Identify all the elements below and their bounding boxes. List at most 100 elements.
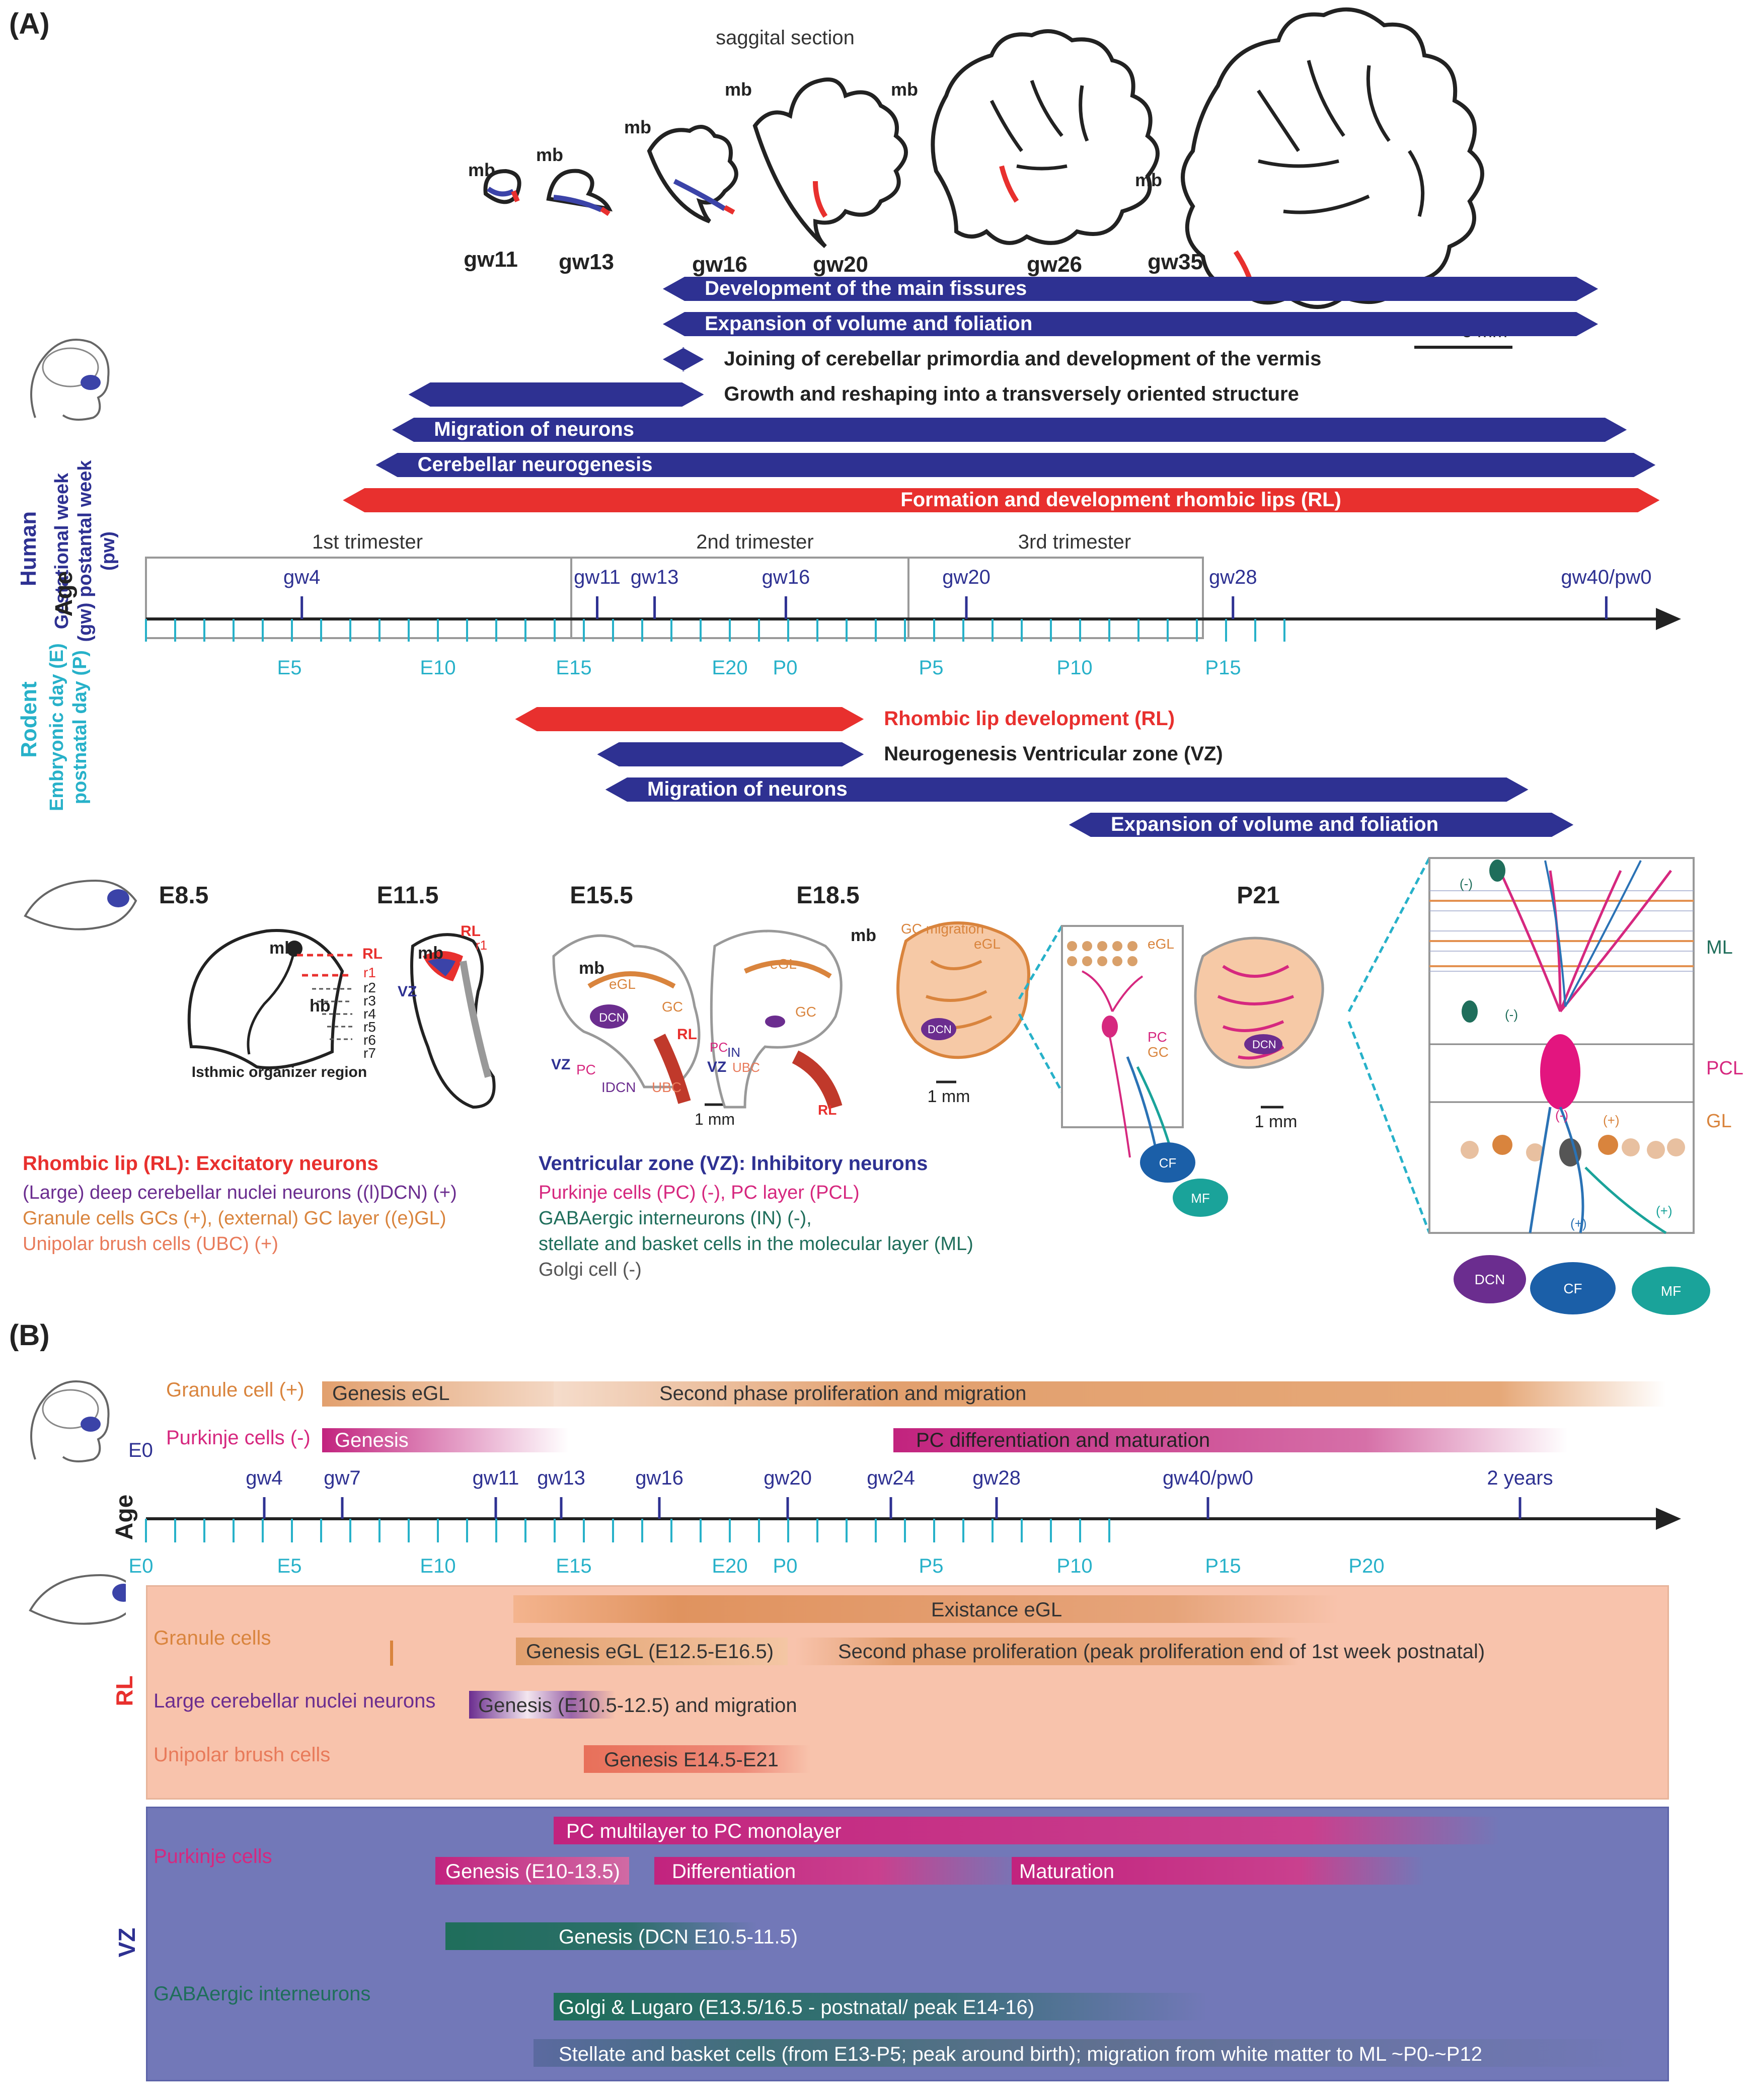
svg-text:GC: GC [662,999,683,1015]
svg-text:MF: MF [1191,1191,1210,1206]
stage-e115: E11.5 [377,882,439,909]
svg-text:P0: P0 [773,1555,798,1577]
axis-arrow-icon [1656,608,1681,630]
svg-text:Migration of neurons: Migration of neurons [434,418,634,440]
svg-text:E15: E15 [556,657,591,679]
human-development-bars: Development of the main fissuresExpansio… [343,277,1660,512]
svg-text:mb: mb [891,79,918,100]
section-gw11 [483,169,521,204]
rl-granule-bar2: Second phase proliferation (peak prolife… [838,1641,1485,1663]
svg-text:Migration of neurons: Migration of neurons [647,778,848,800]
svg-text:r2: r2 [363,980,376,995]
vz-gaba-bar1: Genesis (DCN E10.5-11.5) [559,1926,798,1948]
svg-text:1 mm: 1 mm [928,1087,970,1106]
vz-pc-diff: Differentiation [672,1860,796,1883]
svg-text:PCL: PCL [1706,1058,1743,1079]
legend-vz-title: Ventricular zone (VZ): Inhibitory neuron… [539,1152,928,1175]
stage-gw26: gw26 [1027,252,1082,277]
svg-text:P10: P10 [1056,1555,1092,1577]
human-head-brain-icon [30,1380,110,1462]
svg-text:E10: E10 [420,1555,455,1577]
svg-text:Expansion of volume and foliat: Expansion of volume and foliation [705,313,1032,335]
svg-text:P5: P5 [919,1555,944,1577]
svg-text:Isthmic organizer region: Isthmic organizer region [192,1064,367,1080]
stage-gw35: gw35 [1148,250,1203,274]
svg-text:UBC: UBC [732,1060,760,1075]
e185-embryo: eGL GC PC IN VZ UBC RL [707,929,843,1118]
section-gw16 [647,125,738,223]
trimester-2-box [570,557,909,639]
svg-text:gw28: gw28 [1209,566,1257,588]
svg-text:RL: RL [461,923,481,940]
legend-rl-item-ubc: Unipolar brush cells (UBC) (+) [23,1233,278,1255]
svg-text:r1: r1 [363,965,376,980]
rl-ubc-bar: Genesis E14.5-E21 [604,1749,779,1771]
p21-cerebellum-section: DCN 1 mm [1194,857,1431,1233]
b-granule-bar2: Second phase proliferation and migration [659,1382,1026,1405]
human-head-brain-icon [30,339,110,421]
svg-text:Development of the main fissur: Development of the main fissures [705,277,1027,299]
b-purkinje-bar1: Genesis [335,1429,409,1451]
svg-text:1 mm: 1 mm [695,1110,735,1128]
sections-title: saggital section [716,27,855,49]
svg-text:(-): (-) [1555,1108,1568,1123]
svg-text:r1: r1 [476,938,487,953]
svg-text:eGL: eGL [770,956,797,972]
rodent-head-brain-icon [29,1574,126,1625]
b-granule-label: Granule cell (+) [166,1379,305,1401]
svg-text:gw4: gw4 [283,566,320,588]
svg-text:P15: P15 [1205,1555,1241,1577]
svg-text:E15: E15 [556,1555,591,1577]
svg-text:gw13: gw13 [537,1467,585,1489]
svg-text:(+): (+) [1603,1113,1620,1128]
svg-text:P5: P5 [919,657,944,679]
legend-vz-item-in: GABAergic interneurons (IN) (-), [539,1208,812,1229]
svg-text:GC: GC [795,1004,816,1020]
svg-text:gw11: gw11 [473,1467,519,1489]
b-granule-bar1: Genesis eGL [332,1382,449,1405]
e155-embryo: mb eGL GC DCN RL VZ PC IDCN UBC 1 mm [551,934,735,1128]
legend-vz-item-ml: stellate and basket cells in the molecul… [539,1233,973,1255]
svg-text:eGL: eGL [1148,936,1174,952]
svg-text:gw16: gw16 [762,566,810,588]
bar-1: Expansion of volume and foliation [662,312,1599,336]
stage-e85: E8.5 [159,882,209,909]
svg-text:gw4: gw4 [246,1467,282,1489]
rl-granule-bar1: Genesis eGL (E12.5-E16.5) [526,1641,774,1663]
trimester-2: 2nd trimester [696,531,813,553]
svg-text:mb: mb [725,79,752,100]
human-sagittal-sections: saggital section mb mb mb mb mb mb gw11 [464,7,1512,349]
bar-4: Migration of neurons [392,418,1627,442]
panel-b-label: (B) [9,1319,50,1352]
trimester-3-box [907,557,1204,639]
svg-text:Neurogenesis Ventricular zone: Neurogenesis Ventricular zone (VZ) [884,743,1223,765]
legend-rl: Rhombic lip (RL): Excitatory neurons (La… [23,1152,457,1255]
svg-text:gw28: gw28 [972,1467,1021,1489]
svg-text:DCN: DCN [599,1011,625,1025]
svg-text:Growth and reshaping into a tr: Growth and reshaping into a transversely… [724,383,1299,405]
rl-bars: Existance eGL Granule cells Genesis eGL … [154,1595,1485,1773]
svg-text:2 years: 2 years [1487,1467,1553,1489]
svg-text:(-): (-) [1460,876,1473,891]
svg-text:IN: IN [727,1045,740,1060]
b-e0-label: E0 [128,1439,153,1461]
vz-pc-mat: Maturation [1019,1860,1114,1883]
rodent-head-brain-icon [24,879,137,930]
stage-e155: E15.5 [570,882,633,909]
svg-text:P0: P0 [773,657,798,679]
stage-gw11: gw11 [464,247,518,272]
svg-text:(-): (-) [1505,1007,1518,1022]
svg-text:gw40/pw0: gw40/pw0 [1163,1467,1253,1489]
rl-lcn-label: Large cerebellar nuclei neurons [154,1690,435,1712]
rl-existance: Existance eGL [931,1599,1062,1621]
svg-text:DCN: DCN [928,1023,952,1036]
vz-gaba-label: GABAergic interneurons [154,1983,370,2005]
section-stage-labels: gw11 gw13 gw16 gw20 gw26 gw35 [464,247,1203,277]
vz-gaba-bar2: Golgi & Lugaro (E13.5/16.5 - postnatal/ … [559,1996,1034,2018]
legend-rl-item-gc: Granule cells GCs (+), (external) GC lay… [23,1208,446,1229]
zoom-box-e: eGL PC GC CF MF [1061,925,1228,1217]
rl-lcn-bar: Genesis (E10.5-12.5) and migration [478,1694,797,1717]
svg-text:UBC: UBC [652,1079,681,1095]
vz-gaba-bar3: Stellate and basket cells (from E13-P5; … [559,2043,1482,2065]
